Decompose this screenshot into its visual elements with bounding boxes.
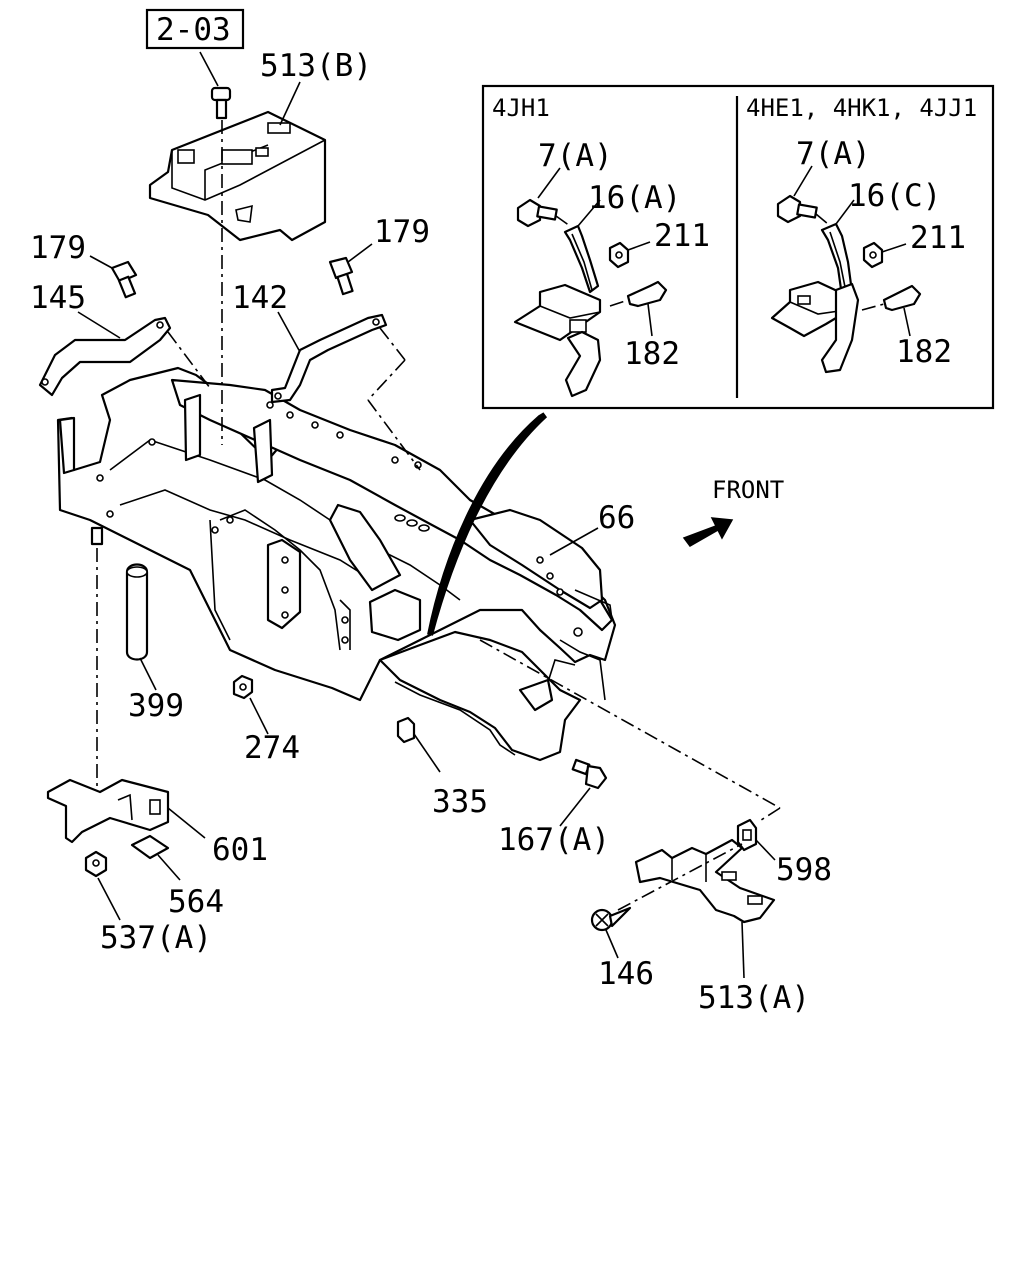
- engine-variant-inset: 4JH1 4HE1, 4HK1, 4JJ1 7(A) 16(A) 211 182: [481, 84, 995, 410]
- inset-right-label-16c: 16(C): [848, 178, 941, 214]
- stud-icon: [90, 526, 104, 546]
- label-513a: 513(A): [698, 980, 810, 1016]
- nut-icon: [232, 674, 254, 700]
- part-66-frame: [56, 366, 617, 762]
- bolt-icon: [210, 86, 232, 120]
- bolt-icon: [571, 758, 608, 790]
- nut-icon: [84, 850, 108, 878]
- part-145-bracket: [38, 316, 172, 397]
- bolt-icon: [328, 256, 354, 296]
- label-399: 399: [128, 688, 184, 724]
- arrow-right-icon: [682, 517, 734, 547]
- inset-left-title: 4JH1: [492, 94, 550, 122]
- label-564: 564: [168, 884, 224, 920]
- inset-right-assembly: [770, 194, 922, 374]
- label-142: 142: [232, 280, 288, 316]
- inset-left-label-16a: 16(A): [588, 180, 681, 216]
- inset-left-label-7a: 7(A): [538, 138, 613, 174]
- label-167a: 167(A): [498, 822, 610, 858]
- label-513b: 513(B): [260, 48, 372, 84]
- inset-left-label-182: 182: [624, 336, 680, 372]
- label-598: 598: [776, 852, 832, 888]
- bolt-icon: [110, 260, 138, 299]
- label-601: 601: [212, 832, 268, 868]
- label-274: 274: [244, 730, 300, 766]
- screw-icon: [590, 906, 632, 932]
- label-179-left: 179: [30, 230, 86, 266]
- part-598-clip: [736, 818, 758, 852]
- label-537a: 537(A): [100, 920, 212, 956]
- section-ref-label: 2-03: [156, 12, 231, 48]
- label-66: 66: [598, 500, 635, 536]
- part-601-bracket: [46, 778, 170, 844]
- part-399-tube: [125, 563, 149, 661]
- label-145: 145: [30, 280, 86, 316]
- inset-right-label-211: 211: [910, 220, 966, 256]
- part-513b-cover: [148, 110, 327, 242]
- inset-left-assembly: [513, 198, 668, 398]
- front-label: FRONT: [712, 476, 784, 504]
- part-564-plate: [130, 834, 170, 860]
- part-142-bracket: [270, 313, 388, 404]
- section-ref[interactable]: 2-03: [145, 8, 245, 50]
- part-513a-cover: [634, 838, 776, 924]
- label-335: 335: [432, 784, 488, 820]
- inset-left-label-211: 211: [654, 218, 710, 254]
- part-335-clip: [396, 716, 416, 744]
- inset-right-title: 4HE1, 4HK1, 4JJ1: [746, 94, 977, 122]
- inset-right-label-7a: 7(A): [796, 136, 871, 172]
- inset-right-label-182: 182: [896, 334, 952, 370]
- label-146: 146: [598, 956, 654, 992]
- label-179-right: 179: [374, 214, 430, 250]
